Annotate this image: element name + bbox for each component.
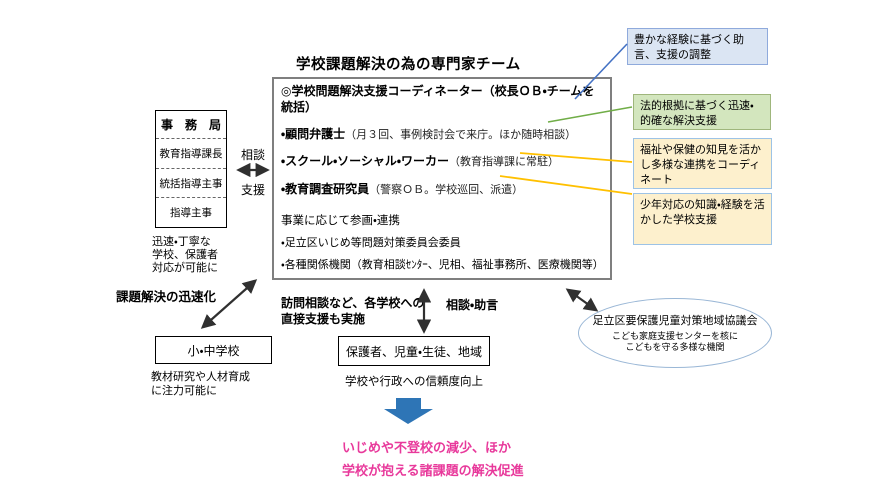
schools-benefit-note: 教材研究や人材育成 に注力可能に [151, 371, 250, 397]
secretariat-title: 事 務 局 [160, 118, 221, 132]
secretariat-member-tokatsu: 統括指導主事 [156, 167, 226, 198]
secretariat-member-shido: 指導主事 [156, 197, 226, 227]
callout-lawyer: 法的根拠に基づく迅速・的確な解決支援 [633, 94, 771, 130]
speedup-label: 課題解決の迅速化 [116, 290, 217, 304]
callout-researcher: 少年対応の知識・経験を活かした学校支援 [633, 193, 772, 245]
outcome-text: いじめや不登校の減少、ほか 学校が抱える諸課題の解決促進 [342, 440, 524, 479]
coordinator-heading: ◎学校問題解決支援コーディネーター（校長ＯＢ・チームを統括） [281, 84, 595, 114]
support-label: 支援 [241, 183, 266, 197]
member-note: （月３回、事例検討会で来庁。ほか随時相談） [345, 129, 577, 142]
participation-item-agencies: ・各種関係機関（教育相談ｾﾝﾀｰ、児相、福祉事務所、医療機関等） [281, 258, 604, 271]
visit-support-note: 訪問相談など、各学校への 直接支援も実施 [281, 296, 425, 327]
callout-coordinator: 豊かな経験に基づく助言、支援の調整 [627, 28, 768, 65]
member-name: ・教育調査研究員 [281, 181, 370, 196]
consult-label: 相談 [241, 148, 266, 162]
down-block-arrow [384, 398, 433, 424]
member-note: （教育指導課に常駐） [449, 156, 560, 169]
team-member-social-worker: ・スクール・ソーシャル・ワーカー（教育指導課に常駐） [281, 154, 603, 169]
expert-team-box: ◎学校問題解決支援コーディネーター（校長ＯＢ・チームを統括） ・顧問弁護士（月３… [272, 77, 612, 280]
council-title: 足立区要保護児童対策地域協議会 [592, 315, 758, 327]
secretariat-benefit-note: 迅速・丁寧な 学校、保護者 対応が可能に [152, 236, 218, 274]
secretariat-member-kacho: 教育指導課長 [156, 138, 226, 168]
participation-heading: 事業に応じて参画・連携 [281, 214, 400, 227]
member-note: （警察ＯＢ。学校巡回、派遣） [369, 183, 524, 196]
team-council-arrow [565, 288, 599, 312]
participation-item-committee: ・足立区いじめ等問題対策委員会委員 [281, 236, 461, 249]
community-box: 保護者、児童・生徒、地域 [338, 336, 490, 366]
trust-benefit-note: 学校や行政への信頼度向上 [345, 376, 483, 388]
council-subtitle: こども家庭支援センターを核に こどもを守る多様な機関 [611, 331, 738, 353]
diagram-title: 学校課題解決の為の専門家チーム [296, 57, 521, 73]
team-member-researcher: ・教育調査研究員（警察ＯＢ。学校巡回、派遣） [281, 182, 603, 197]
member-name: ・スクール・ソーシャル・ワーカー [281, 154, 450, 169]
consult-advice-label: 相談・助言 [446, 298, 499, 312]
schools-box: 小・中学校 [155, 336, 272, 364]
callout-social-worker: 福祉や保健の知見を活かし多様な連携をコーディネート [633, 138, 772, 189]
member-name: ・顧問弁護士 [281, 127, 346, 142]
team-member-lawyer: ・顧問弁護士（月３回、事例検討会で来庁。ほか随時相談） [281, 127, 603, 142]
council-ellipse: 足立区要保護児童対策地域協議会 こども家庭支援センターを核に こどもを守る多様な… [578, 298, 772, 368]
secretariat-box: 事 務 局 教育指導課長 統括指導主事 指導主事 [155, 110, 227, 228]
